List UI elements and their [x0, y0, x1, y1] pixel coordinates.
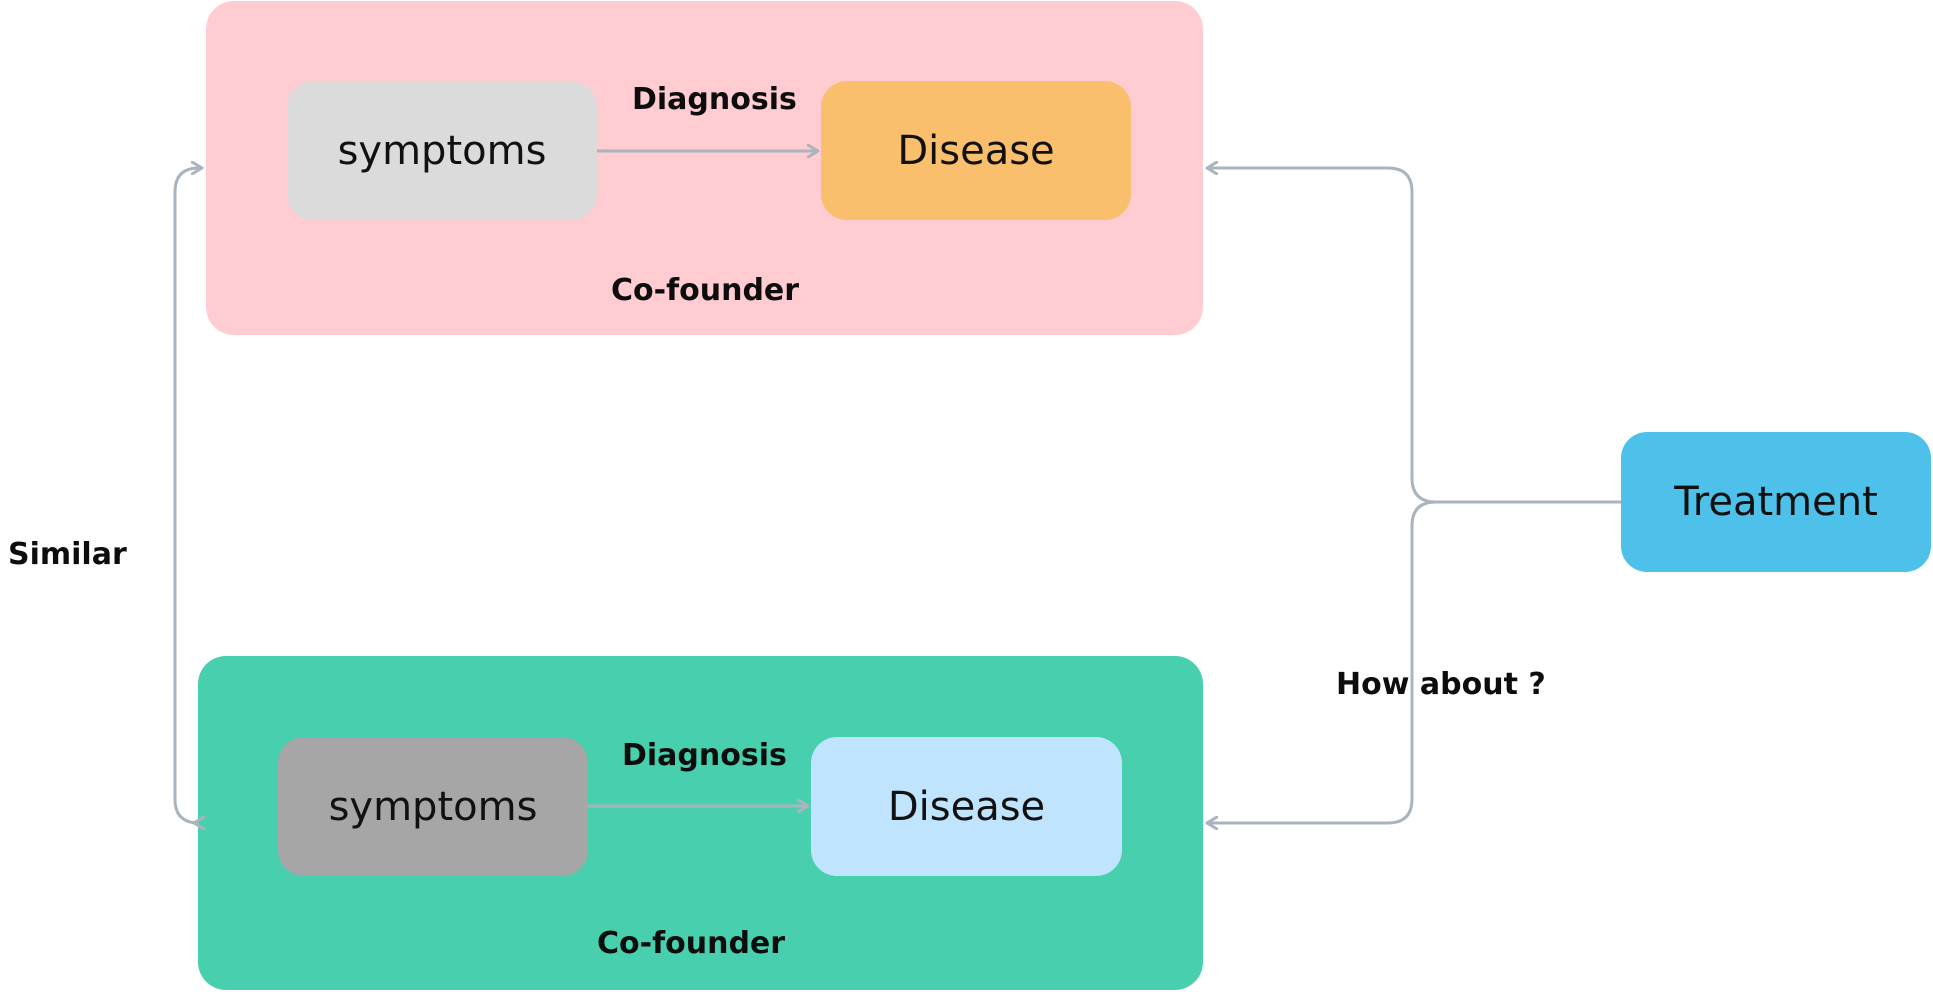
confounder-label-top: Co-founder [611, 273, 800, 308]
diagnosis-label-top: Diagnosis [632, 82, 797, 117]
treatment-branch-top [1207, 168, 1437, 504]
symptoms-node-bottom: symptoms [278, 737, 588, 876]
how-about-label: How about ? [1336, 667, 1546, 702]
disease-node-top: Disease [821, 81, 1131, 220]
confounder-label-bottom: Co-founder [597, 926, 786, 961]
similar-arrow-top [173, 168, 202, 555]
symptoms-node-top: symptoms [287, 81, 597, 220]
disease-node-bottom: Disease [811, 737, 1122, 876]
diagnosis-label-bottom: Diagnosis [622, 738, 787, 773]
similar-arrow-bottom [173, 555, 199, 823]
treatment-branch-bottom [1207, 500, 1437, 823]
treatment-node: Treatment [1621, 432, 1931, 572]
similar-label: Similar [8, 537, 127, 572]
